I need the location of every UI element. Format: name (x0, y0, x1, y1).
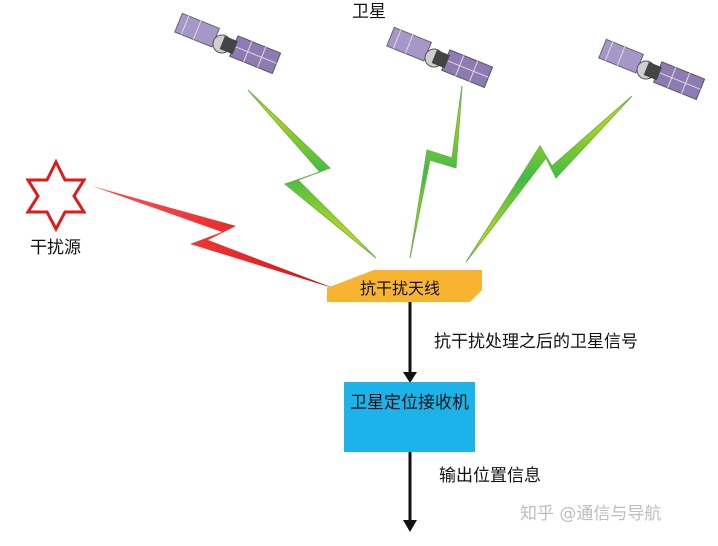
watermark: 知乎 @通信与导航 (520, 504, 662, 524)
jamming-bolt (92, 186, 336, 289)
signal-bolt-right (465, 95, 633, 263)
receiver-label: 卫星定位接收机 (350, 393, 469, 413)
signal-label: 抗干扰处理之后的卫星信号 (434, 332, 638, 352)
antenna-label: 抗干扰天线 (360, 279, 441, 298)
signal-bolt-left (247, 89, 377, 259)
satellite-icon-left (174, 12, 282, 75)
signal-bolt-middle (409, 85, 463, 259)
receiver-box: 卫星定位接收机 (344, 382, 475, 452)
jammer-star-icon (25, 158, 87, 233)
satellite-icon-middle (386, 26, 494, 89)
satellite-icon-right (598, 38, 706, 101)
diagram-title: 卫星 (352, 2, 386, 22)
jammer-label: 干扰源 (30, 238, 81, 258)
output-label: 输出位置信息 (439, 466, 541, 486)
